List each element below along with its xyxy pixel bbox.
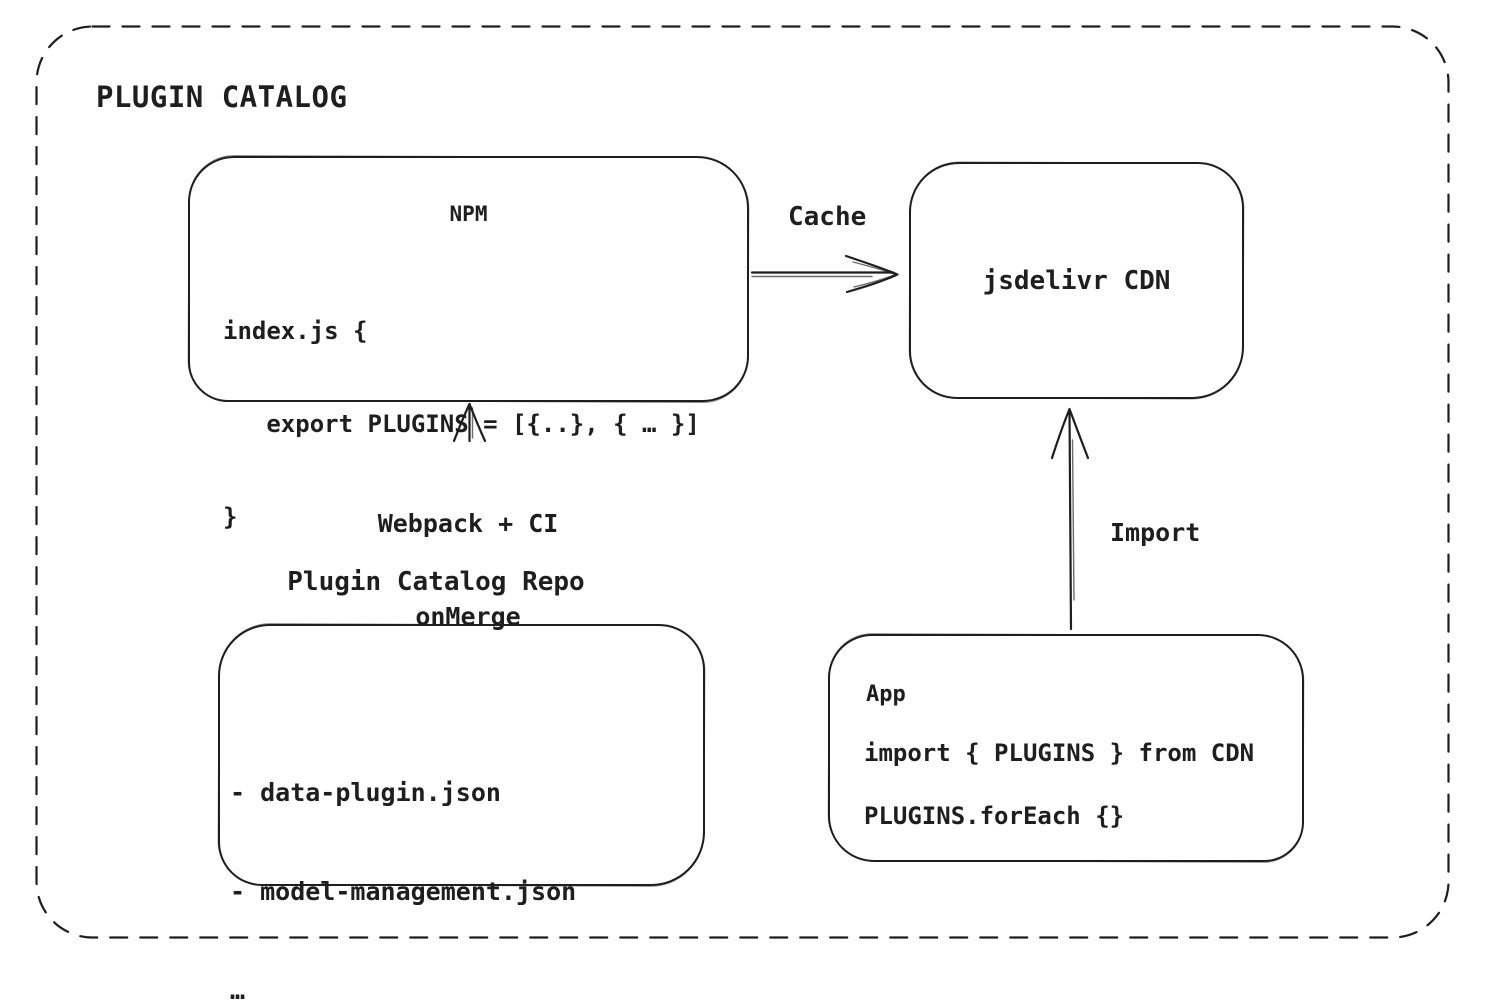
repo-file-item: - data-plugin.json xyxy=(230,778,501,807)
cache-edge-label: Cache xyxy=(788,202,867,232)
repo-node-title: Plugin Catalog Repo xyxy=(287,567,585,597)
npm-code-line: } xyxy=(223,503,238,531)
npm-code-line: export PLUGINS = [{..}, { … }] xyxy=(223,410,700,438)
npm-code-block: index.js { export PLUGINS = [{..}, { … }… xyxy=(223,254,700,595)
import-edge-label: Import xyxy=(1110,518,1201,547)
app-node-title: App xyxy=(866,682,906,707)
node-app: App import { PLUGINS } from CDN PLUGINS.… xyxy=(828,634,1304,862)
npm-node-title: NPM xyxy=(449,202,488,226)
app-code-line: import { PLUGINS } from CDN xyxy=(864,739,1255,767)
node-plugin-catalog-repo: - data-plugin.json - model-management.js… xyxy=(218,624,705,1002)
npm-code-line: index.js { xyxy=(223,317,368,345)
diagram-title: PLUGIN CATALOG xyxy=(96,80,348,114)
repo-file-item: - model-management.json xyxy=(230,877,577,906)
repo-file-item: … xyxy=(230,976,246,1002)
cdn-node-label: jsdelivr CDN xyxy=(982,265,1171,296)
repo-file-list: - data-plugin.json - model-management.js… xyxy=(230,710,576,1002)
webpack-edge-label-line: Webpack + CI xyxy=(377,509,559,538)
import-arrow xyxy=(1050,407,1090,631)
node-npm: NPM index.js { export PLUGINS = [{..}, {… xyxy=(188,156,749,531)
app-code-line: PLUGINS.forEach {} xyxy=(864,802,1125,830)
node-jsdelivr-cdn: jsdelivr CDN xyxy=(909,162,1244,399)
cache-arrow xyxy=(750,254,899,294)
